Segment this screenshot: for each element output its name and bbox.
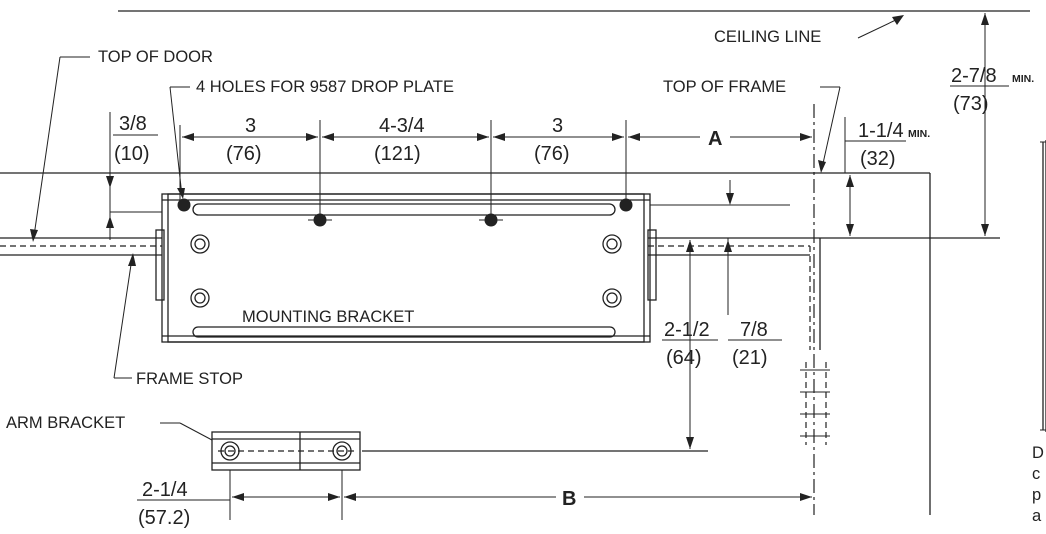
dim-2-1-4-mm: (57.2) [138, 507, 190, 529]
bracket-screw [190, 288, 210, 308]
dim-3-left-mm: (76) [226, 143, 262, 165]
holes-label: 4 HOLES FOR 9587 DROP PLATE [196, 78, 454, 96]
arm-bracket-label: ARM BRACKET [6, 414, 125, 432]
side-note-line: D [1032, 444, 1044, 462]
dim-1-1-4-min: MIN. [908, 128, 930, 140]
dim-2-7-8-mm: (73) [953, 93, 989, 115]
mounting-bracket [155, 193, 657, 343]
side-note-line: p [1032, 486, 1041, 504]
top-of-frame-label: TOP OF FRAME [663, 78, 786, 96]
dim-2-1-2-mm: (64) [666, 347, 702, 369]
side-note-line: a [1032, 507, 1042, 525]
dim-1-1-4-mm: (32) [860, 148, 896, 170]
frame-stop-label: FRAME STOP [136, 370, 243, 388]
dim-4-3-4-mm: (121) [374, 143, 421, 165]
dim-4-3-4-in: 4-3/4 [379, 115, 425, 137]
dim-7-8-mm: (21) [732, 347, 768, 369]
bracket-screw [190, 234, 210, 254]
ceiling-line-label: CEILING LINE [714, 28, 821, 46]
dim-3-right-mm: (76) [534, 143, 570, 165]
mounting-bracket-label: MOUNTING BRACKET [242, 308, 414, 326]
dim-a-label: A [708, 128, 722, 150]
dim-2-7-8-in: 2-7/8 [951, 65, 997, 87]
dim-3-8-in: 3/8 [119, 113, 147, 135]
bracket-screw [602, 288, 622, 308]
dim-1-1-4-in: 1-1/4 [858, 120, 904, 142]
bracket-screw [602, 234, 622, 254]
dim-2-1-4-in: 2-1/4 [142, 479, 188, 501]
door-left [0, 237, 162, 256]
extension-lines [109, 112, 846, 520]
dim-3-8-mm: (10) [114, 143, 150, 165]
dim-b-label: B [562, 488, 576, 510]
top-of-door-label: TOP OF DOOR [98, 48, 213, 66]
dim-3-right-in: 3 [552, 115, 563, 137]
arm-bracket [211, 431, 361, 471]
dim-2-7-8-min: MIN. [1012, 73, 1034, 85]
drop-plate-hole [619, 198, 633, 212]
drop-plate-hole [177, 198, 191, 212]
table-fragment [1040, 140, 1046, 432]
dim-3-left-in: 3 [245, 115, 256, 137]
dim-7-8-in: 7/8 [740, 319, 768, 341]
dim-2-1-2-in: 2-1/2 [664, 319, 710, 341]
frame-stop-right [800, 362, 830, 445]
side-note-line: c [1032, 465, 1040, 483]
